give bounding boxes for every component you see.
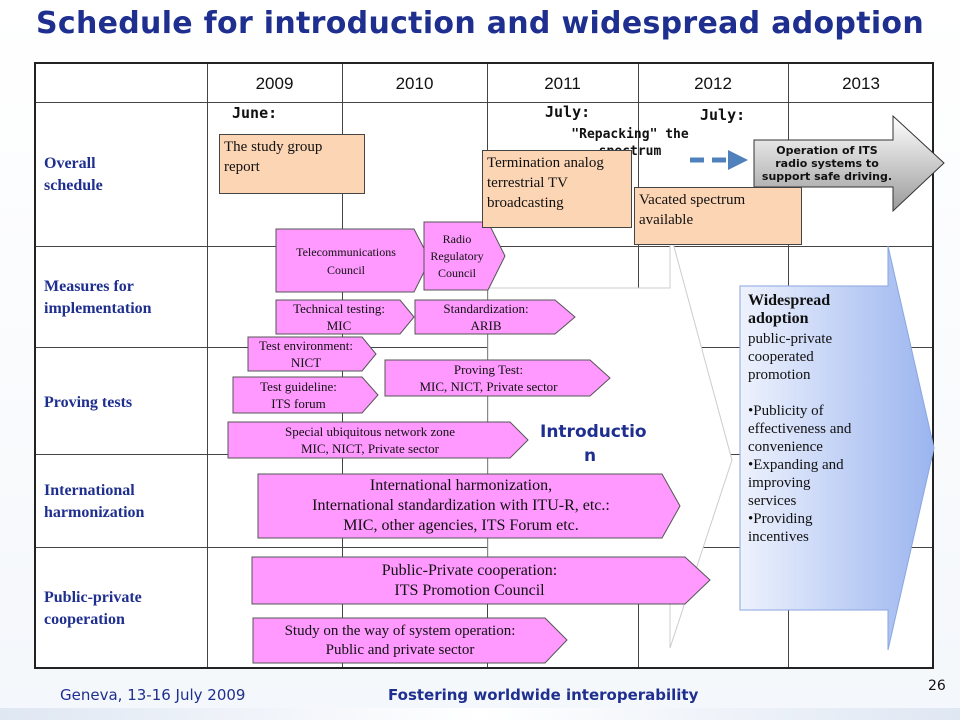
arrow-intl-harmonization — [257, 473, 681, 539]
arrow-tech-testing — [275, 299, 415, 335]
footer-location-date: Geneva, 13-16 July 2009 — [60, 686, 246, 704]
arrow-telecom-council — [275, 228, 431, 293]
operation-label: Operation of ITS radio systems to suppor… — [761, 144, 893, 183]
widespread-bullet-3: •Providing incentives — [748, 511, 813, 545]
page-title: Schedule for introduction and widespread… — [35, 6, 924, 41]
marker-july-2011: July: — [545, 103, 591, 121]
label-tech-testing: Technical testing:MIC — [293, 301, 385, 333]
widespread-bullet-2: •Expanding and improving services — [748, 457, 844, 509]
arrow-study-way — [252, 617, 568, 664]
label-proving-test: Proving Test:MIC, NICT, Private sector — [419, 362, 558, 394]
dashed-arrow-head — [728, 150, 748, 170]
marker-june: June: — [232, 104, 278, 122]
marker-july-2012: July: — [700, 106, 746, 124]
box-study-group-report: The study group report — [219, 134, 365, 194]
arrow-test-env — [247, 336, 377, 372]
year-2012: 2012 — [694, 74, 732, 93]
year-2013: 2013 — [842, 74, 880, 93]
label-ppc-council: Public-Private cooperation:ITS Promotion… — [381, 561, 558, 599]
arrow-proving-test — [384, 359, 611, 397]
label-standardization: Standardization:ARIB — [443, 301, 529, 333]
widespread-adoption-arrow — [739, 245, 935, 651]
label-test-guideline: Test guideline:ITS forum — [260, 379, 337, 411]
box-vacated-spectrum: Vacated spectrum available — [634, 187, 802, 245]
label-test-env: Test environment:NICT — [258, 338, 354, 370]
footer-tagline: Fostering worldwide interoperability — [388, 686, 699, 704]
year-2010: 2010 — [395, 74, 434, 93]
page-number: 26 — [928, 678, 946, 694]
arrow-standardization — [414, 299, 576, 335]
widespread-bullet-1: •Publicity of effectiveness and convenie… — [748, 403, 852, 455]
footer-bar — [0, 708, 960, 720]
arrow-ubiquitous — [227, 421, 529, 459]
year-2011: 2011 — [544, 74, 581, 93]
arrow-ppc-council — [251, 556, 711, 605]
label-study-way: Study on the way of system operation:Pub… — [284, 622, 516, 658]
box-termination-analog: Termination analog terrestrial TV broadc… — [482, 150, 632, 228]
row-label-proving-tests: Proving tests — [44, 394, 133, 411]
arrow-radio-council — [423, 221, 506, 291]
arrow-test-guideline — [232, 376, 379, 414]
year-2009: 2009 — [255, 74, 294, 93]
label-intl-harmonization: International harmonization,Internationa… — [312, 477, 610, 534]
